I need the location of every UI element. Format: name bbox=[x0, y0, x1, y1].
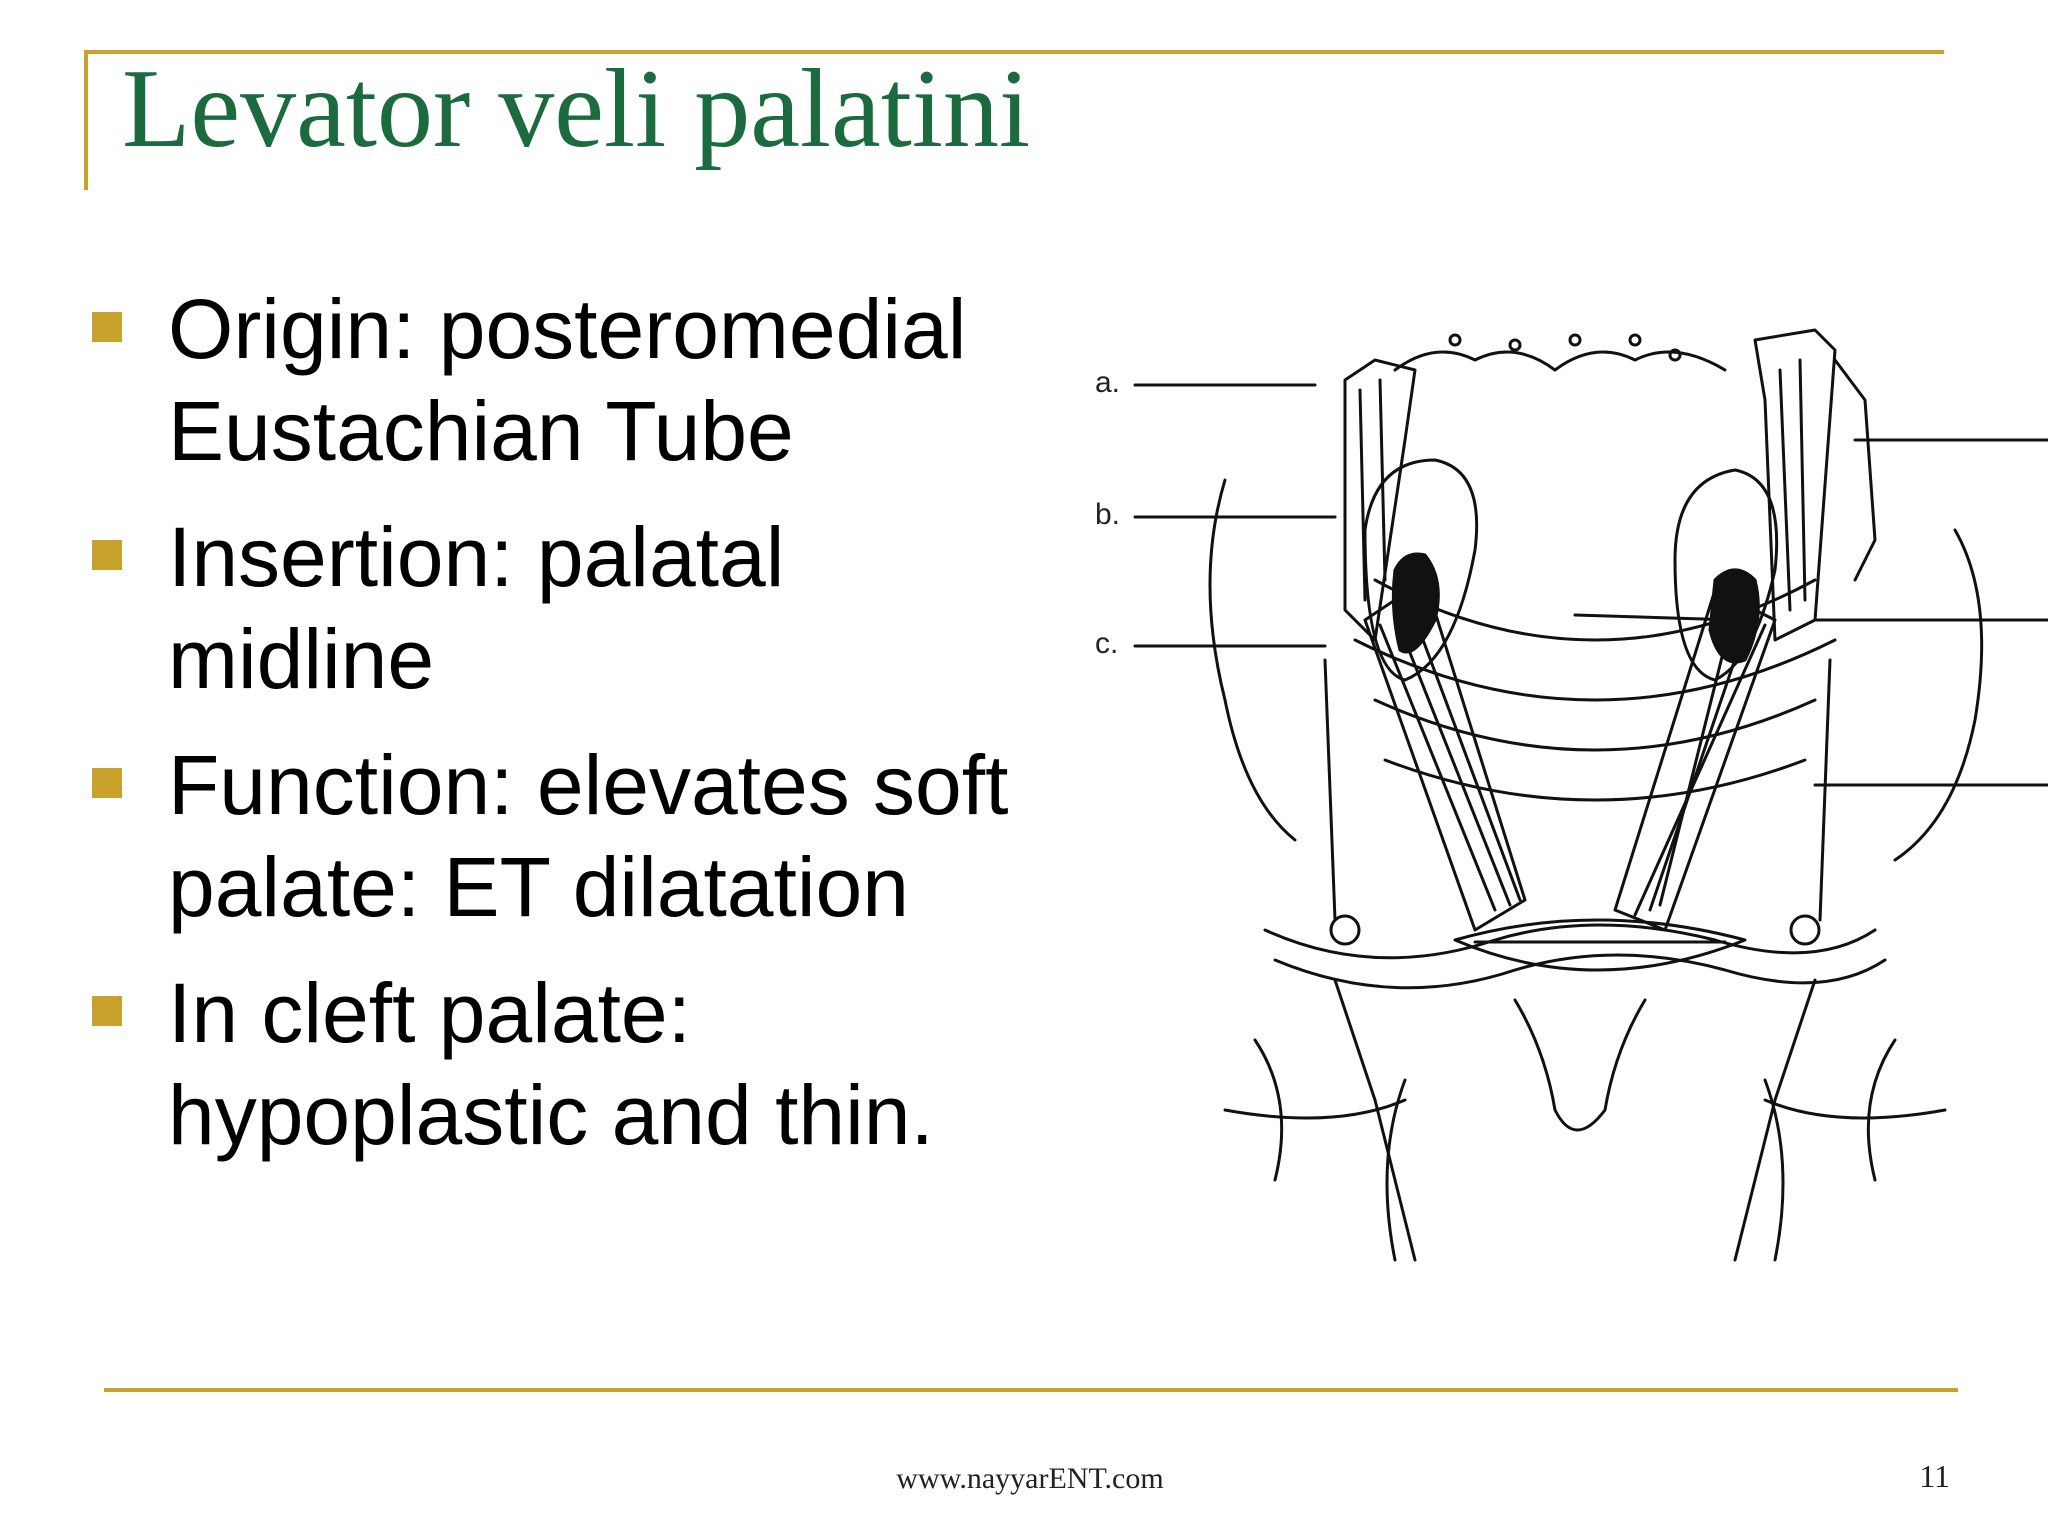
bullet-square-icon bbox=[92, 540, 122, 570]
page-number: 11 bbox=[1919, 1458, 1950, 1494]
bullet-item: Insertion: palatal midline bbox=[90, 506, 1070, 710]
bullet-text: Function: elevates soft palate: ET dilat… bbox=[168, 738, 1009, 934]
anatomy-diagram: a. b. c. bbox=[1075, 280, 2048, 1340]
bullet-item: Function: elevates soft palate: ET dilat… bbox=[90, 734, 1070, 938]
footer-url: www.nayyarENT.com bbox=[896, 1462, 1164, 1495]
bullet-square-icon bbox=[92, 996, 122, 1026]
diagram-label-a: a. bbox=[1095, 366, 1120, 399]
bullet-item: In cleft palate: hypoplastic and thin. bbox=[90, 962, 1070, 1166]
bullet-text: Insertion: palatal midline bbox=[168, 510, 785, 706]
bullet-square-icon bbox=[92, 768, 122, 798]
diagram-label-c: c. bbox=[1095, 627, 1118, 660]
bullet-square-icon bbox=[92, 312, 122, 342]
bullet-item: Origin: posteromedial Eustachian Tube bbox=[90, 278, 1070, 482]
diagram-label-b: b. bbox=[1095, 498, 1120, 531]
footer-rule bbox=[104, 1388, 1958, 1392]
bullet-text: In cleft palate: hypoplastic and thin. bbox=[168, 966, 934, 1162]
title-rule-top bbox=[84, 50, 1944, 54]
bullet-list: Origin: posteromedial Eustachian Tube In… bbox=[90, 278, 1070, 1190]
bullet-text: Origin: posteromedial Eustachian Tube bbox=[168, 282, 967, 478]
slide-title: Levator veli palatini bbox=[122, 47, 1031, 171]
title-rule-left bbox=[84, 50, 88, 190]
